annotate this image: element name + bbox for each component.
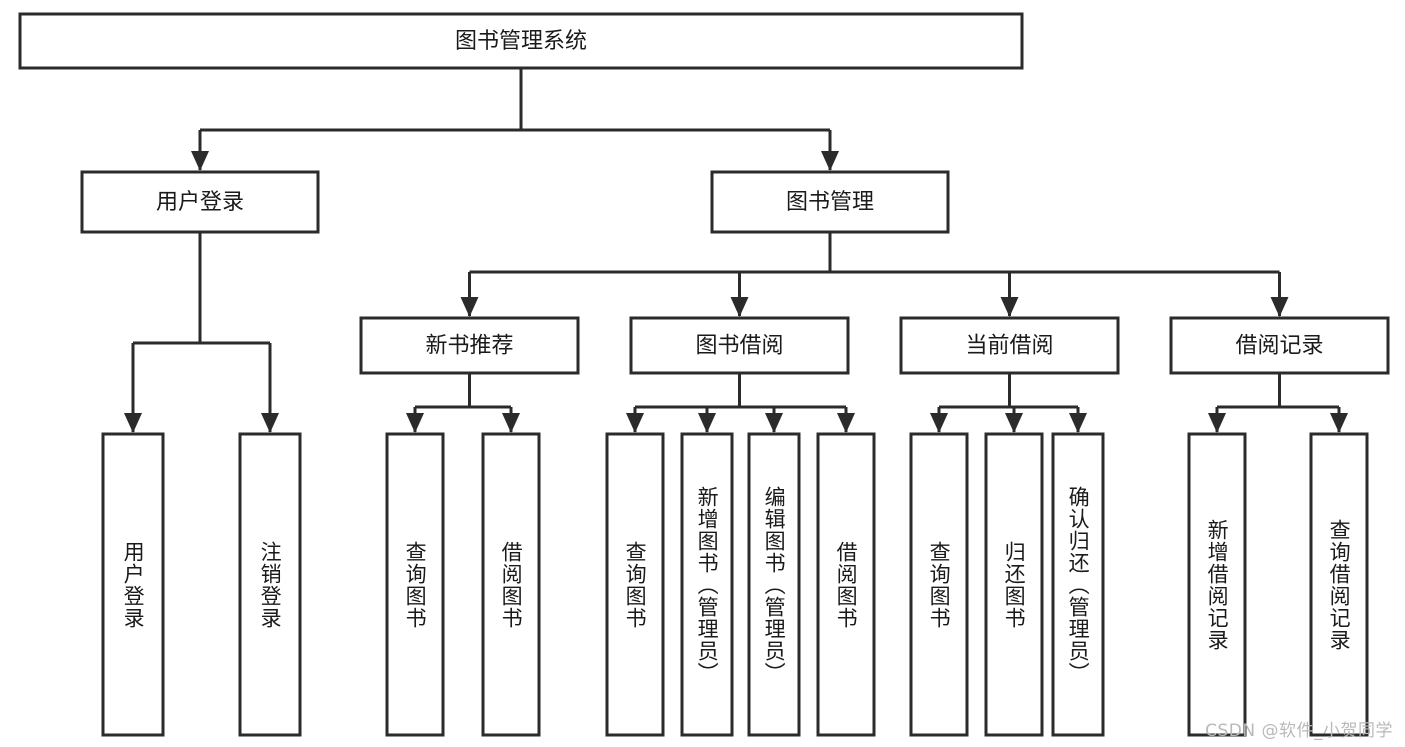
leaf-user-login-rect[interactable] <box>101 432 165 737</box>
arrow-icon <box>821 151 839 171</box>
leaf-query-book-3-rect[interactable] <box>909 432 969 737</box>
node-borrow-record-label: 借阅记录 <box>1235 334 1323 359</box>
arrow-icon <box>837 413 855 433</box>
arrow-icon <box>1005 413 1023 433</box>
arrow-icon <box>1330 413 1348 433</box>
leaf-query-record-rect[interactable] <box>1309 432 1369 737</box>
arrow-icon <box>502 413 520 433</box>
arrow-icon <box>730 297 749 317</box>
arrow-icon <box>191 151 209 171</box>
node-current-borrow-label: 当前借阅 <box>965 334 1053 359</box>
arrow-icon <box>261 413 279 433</box>
csdn-watermark: CSDN @软件_小贺同学 <box>1205 721 1393 741</box>
arrow-icon <box>1208 413 1226 433</box>
node-root-label: 图书管理系统 <box>455 29 587 54</box>
node-root[interactable]: 图书管理系统 <box>18 12 1024 70</box>
node-book-borrow-label: 图书借阅 <box>695 334 783 359</box>
node-current-borrow[interactable]: 当前借阅 <box>899 316 1120 375</box>
node-borrow-record-rect <box>1169 316 1390 375</box>
node-borrow-record[interactable]: 借阅记录 <box>1169 316 1390 375</box>
arrow-icon <box>406 413 424 433</box>
connector-layer <box>124 68 1348 433</box>
leaf-user-logout-rect[interactable] <box>238 432 302 737</box>
leaf-confirm-return-rect[interactable] <box>1051 432 1105 737</box>
node-current-borrow-rect <box>899 316 1120 375</box>
node-book-manage[interactable]: 图书管理 <box>710 170 950 234</box>
arrow-icon <box>930 413 948 433</box>
node-user-login-rect <box>80 170 320 234</box>
leaf-borrow-book-2-rect[interactable] <box>816 432 876 737</box>
node-book-borrow-rect <box>629 316 850 375</box>
arrow-icon <box>1270 297 1289 317</box>
leaf-query-book-1-rect[interactable] <box>385 432 445 737</box>
leaf-edit-book-rect[interactable] <box>747 432 801 737</box>
node-new-book-rec-label: 新书推荐 <box>425 334 513 359</box>
node-book-manage-label: 图书管理 <box>786 190 874 215</box>
arrow-icon <box>765 413 783 433</box>
leaf-add-record-rect[interactable] <box>1187 432 1247 737</box>
arrow-icon <box>124 413 142 433</box>
leaf-return-book-rect[interactable] <box>984 432 1044 737</box>
arrow-icon <box>1069 413 1087 433</box>
node-user-login-label: 用户登录 <box>156 190 244 215</box>
node-book-manage-rect <box>710 170 950 234</box>
leaf-borrow-book-1-rect[interactable] <box>481 432 541 737</box>
arrow-icon <box>626 413 644 433</box>
arrow-icon <box>460 297 479 317</box>
arrow-icon <box>1000 297 1019 317</box>
node-new-book-rec-rect <box>359 316 580 375</box>
node-new-book-rec[interactable]: 新书推荐 <box>359 316 580 375</box>
node-root-rect <box>18 12 1024 70</box>
node-user-login[interactable]: 用户登录 <box>80 170 320 234</box>
leaf-add-book-rect[interactable] <box>680 432 734 737</box>
leaf-query-book-2-rect[interactable] <box>605 432 665 737</box>
arrow-icon <box>698 413 716 433</box>
node-book-borrow[interactable]: 图书借阅 <box>629 316 850 375</box>
